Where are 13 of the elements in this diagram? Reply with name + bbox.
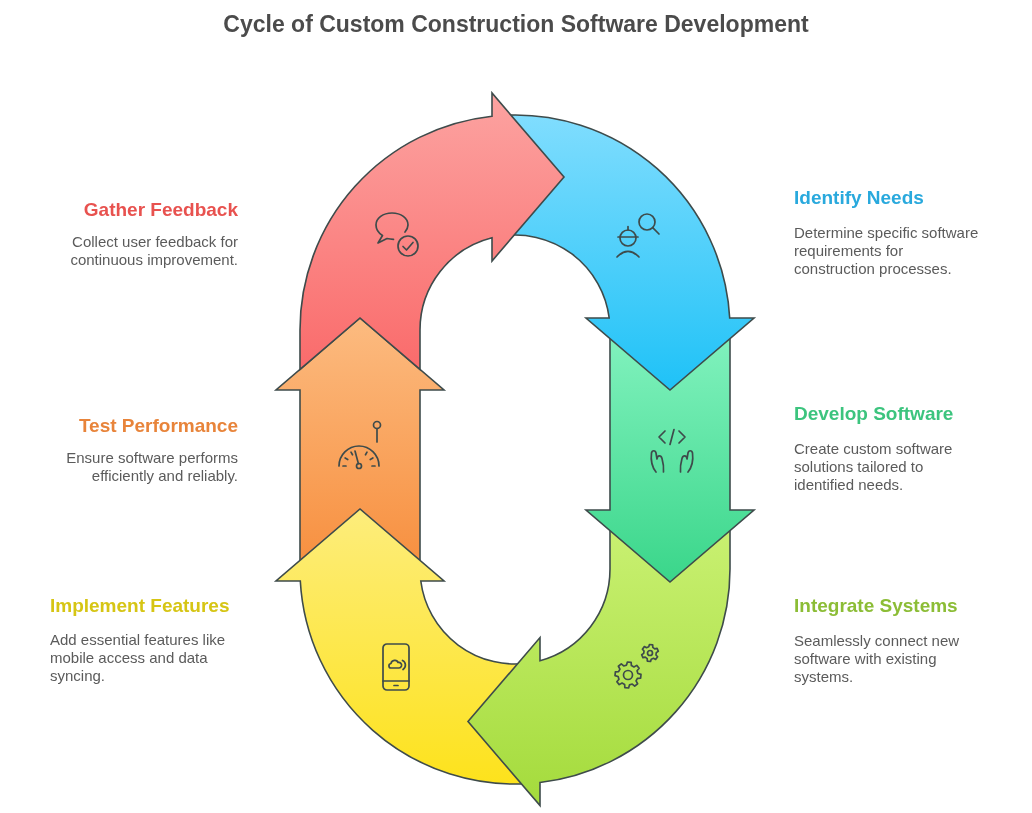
stage-description: Ensure software performs efficiently and reliably. [65, 449, 238, 485]
stage-description: Add essential features like mobile access and data syncing. [50, 631, 227, 685]
stage-description: Collect user feedback for continuous improvement. [69, 233, 238, 269]
stage-description: Seamlessly connect new software with existing systems. [794, 632, 961, 686]
stage-heading: Gather Feedback [83, 199, 238, 221]
stage-heading: Test Performance [78, 415, 238, 437]
diagram-title: Cycle of Custom Construction Software Development [223, 10, 809, 38]
stage-heading: Implement Features [50, 595, 230, 617]
stage-heading: Integrate Systems [794, 595, 958, 617]
stage-description: Create custom software solutions tailored to identified needs. [794, 440, 954, 494]
stage-heading: Identify Needs [794, 187, 924, 209]
stage-heading: Develop Software [794, 403, 954, 425]
stage-description: Determine specific software requirements for construction processes. [794, 224, 980, 278]
